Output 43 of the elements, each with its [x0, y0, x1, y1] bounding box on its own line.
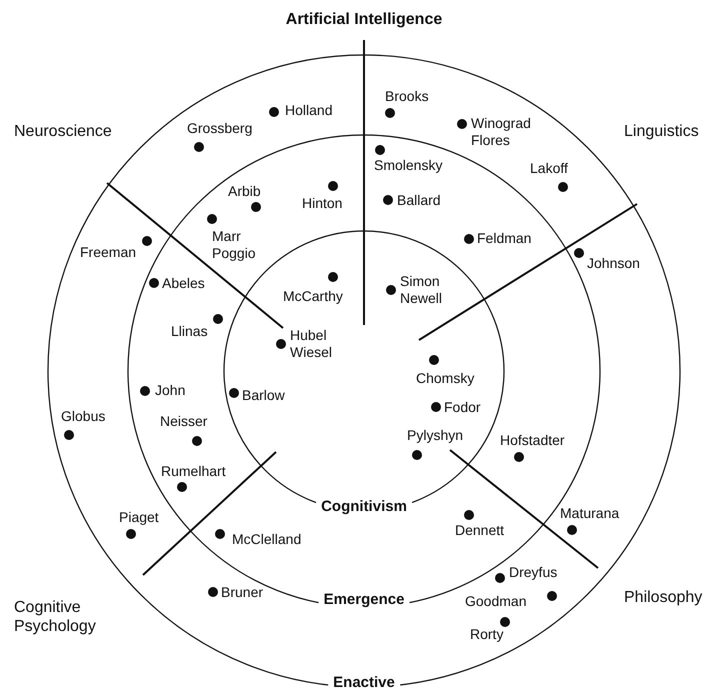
name-label: Chomsky	[416, 370, 474, 387]
name-label: Holland	[285, 102, 332, 119]
name-label: Bruner	[221, 584, 264, 601]
ring-label: Cognitivism	[316, 498, 412, 515]
name-label: McCarthy	[283, 288, 343, 305]
name-label: Globus	[61, 408, 106, 425]
name-label: Smolensky	[374, 157, 442, 174]
name-label: McClelland	[232, 531, 302, 548]
name-label: Ballard	[397, 192, 441, 209]
name-label: Brooks	[385, 88, 429, 105]
name-label: Rumelhart	[161, 463, 226, 480]
name-label: Fodor	[444, 399, 481, 416]
name-label: Rorty	[470, 626, 504, 643]
name-label: Grossberg	[187, 120, 252, 137]
name-label: Simon Newell	[400, 273, 442, 307]
ring-label: Enactive	[328, 674, 400, 690]
field-label: Philosophy	[624, 588, 702, 607]
name-label: Hubel Wiesel	[290, 327, 332, 361]
name-label: Llinas	[171, 323, 208, 340]
name-label: Dennett	[455, 522, 504, 539]
name-label: Barlow	[242, 387, 285, 404]
ring-label: Emergence	[318, 591, 410, 608]
name-label: John	[155, 382, 186, 399]
name-label: Dreyfus	[509, 564, 558, 581]
name-label: Maturana	[560, 505, 620, 522]
name-label: Abeles	[162, 275, 205, 292]
name-label: Hofstadter	[500, 432, 565, 449]
name-label: Freeman	[80, 244, 136, 261]
name-label: Neisser	[160, 413, 208, 430]
field-label: Cognitive Psychology	[14, 598, 96, 636]
name-label: Feldman	[477, 230, 532, 247]
name-label: Arbib	[228, 183, 261, 200]
name-label: Marr Poggio	[212, 228, 256, 262]
name-label: Lakoff	[530, 160, 568, 177]
name-label: Hinton	[302, 195, 342, 212]
field-label: Neuroscience	[14, 122, 112, 141]
name-label: Johnson	[587, 255, 640, 272]
name-label: Piaget	[119, 509, 159, 526]
field-label: Linguistics	[624, 122, 699, 141]
name-label: Goodman	[465, 593, 526, 610]
field-label: Artificial Intelligence	[286, 10, 442, 29]
name-label: Pylyshyn	[407, 427, 464, 444]
name-label: Winograd Flores	[471, 115, 531, 149]
